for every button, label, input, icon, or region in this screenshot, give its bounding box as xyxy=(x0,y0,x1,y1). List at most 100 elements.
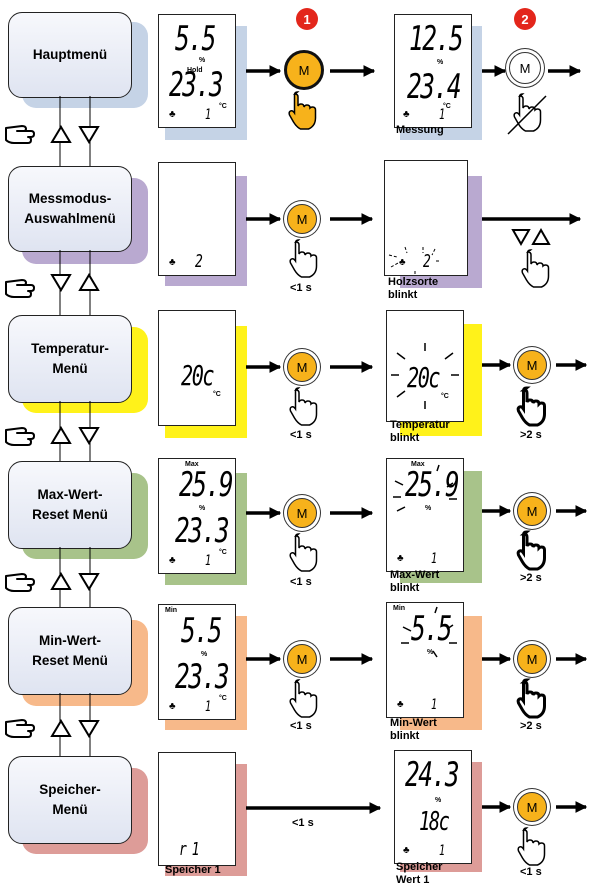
caption-speicher-1: Speicher 1 xyxy=(165,864,221,876)
menu-box-speicher: Speicher- Menü xyxy=(8,756,132,844)
m-button[interactable]: M xyxy=(517,350,547,380)
lcd-unit-celsius: °C xyxy=(219,549,227,556)
tree-icon: ♣ xyxy=(403,109,410,120)
lcd-mode-value: 1 xyxy=(439,107,445,123)
press-label: <1 s xyxy=(520,866,542,878)
m-button[interactable]: M xyxy=(287,352,317,382)
lcd-mode-value: 1 xyxy=(431,551,437,567)
press-label: <1 s xyxy=(290,282,312,294)
lcd-unit-celsius: °C xyxy=(213,391,221,398)
tree-icon: ♣ xyxy=(397,699,404,710)
blink-rays xyxy=(391,343,459,409)
lcd-display-messmodus: ♣ 2 xyxy=(158,162,236,276)
m-button-released[interactable]: M xyxy=(509,52,541,84)
lcd-display-max: Max 25.9 % 23.3 °C ♣ 1 xyxy=(158,458,236,574)
lcd-bottom-value: 23.3 xyxy=(169,65,224,105)
press-label: >2 s xyxy=(520,720,542,732)
caption-max-wert-blinkt: Max-Wert blinkt xyxy=(390,569,440,594)
lcd-bottom-value: 23.3 xyxy=(175,657,230,697)
lcd-display-min-blink: Min 5.5 % ♣ 1 xyxy=(386,602,464,718)
lcd-unit-celsius: °C xyxy=(441,393,449,400)
lcd-unit-celsius: °C xyxy=(219,103,227,110)
lcd-min-label: Min xyxy=(165,607,178,614)
caption-messung: Messung xyxy=(396,124,444,136)
lcd-unit-percent: % xyxy=(199,57,206,64)
lcd-top-value: 5.5 xyxy=(175,19,216,59)
tree-icon: ♣ xyxy=(169,257,176,268)
lcd-min-label: Min xyxy=(393,605,406,612)
tree-icon: ♣ xyxy=(399,257,406,268)
menu-box-hauptmenue: Hauptmenü xyxy=(8,12,132,98)
tree-icon: ♣ xyxy=(397,553,404,564)
lcd-unit-percent: % xyxy=(427,649,434,656)
m-button[interactable]: M xyxy=(287,204,317,234)
step-badge-2: 2 xyxy=(514,8,536,30)
menu-box-max-reset: Max-Wert- Reset Menü xyxy=(8,461,132,549)
lcd-max-label: Max xyxy=(185,461,199,468)
lcd-display-messung: 12.5 % 23.4 °C ♣ 1 xyxy=(394,14,472,128)
blink-rays xyxy=(393,464,457,512)
m-button[interactable]: M xyxy=(287,644,317,674)
lcd-mode-value: 2 xyxy=(195,251,203,272)
lcd-mode-value: 2 xyxy=(423,251,431,272)
caption-holzsorte-blinkt: Holzsorte blinkt xyxy=(388,276,439,301)
lcd-bottom-value: 23.3 xyxy=(175,511,230,551)
lcd-mode-value: 1 xyxy=(431,697,437,713)
lcd-mode-value: 1 xyxy=(439,843,445,859)
lcd-mode-value: 1 xyxy=(205,553,211,569)
lcd-display-min: Min 5.5 % 23.3 °C ♣ 1 xyxy=(158,604,236,720)
lcd-unit-percent: % xyxy=(425,505,432,512)
m-button[interactable]: M xyxy=(517,496,547,526)
lcd-display-temperatur-blink: 20c °C xyxy=(386,310,464,422)
tree-icon: ♣ xyxy=(169,555,176,566)
lcd-display-holzsorte: ♣ 2 xyxy=(384,160,468,276)
step-badge-1: 1 xyxy=(296,8,318,30)
lcd-unit-celsius: °C xyxy=(443,103,451,110)
menu-box-messmodus: Messmodus- Auswahlmenü xyxy=(8,166,132,252)
lcd-unit-percent: % xyxy=(199,505,206,512)
lcd-temperature-value: 20c xyxy=(181,359,215,392)
lcd-mode-value: 1 xyxy=(205,107,211,123)
blink-rays xyxy=(388,246,439,275)
lcd-unit-celsius: °C xyxy=(219,695,227,702)
menu-box-min-reset: Min-Wert- Reset Menü xyxy=(8,607,132,695)
press-label: <1 s xyxy=(290,429,312,441)
tree-icon: ♣ xyxy=(169,109,176,120)
tree-icon: ♣ xyxy=(403,845,410,856)
lcd-mode-value: 1 xyxy=(205,699,211,715)
m-button[interactable]: M xyxy=(287,498,317,528)
lcd-display-temperatur: 20c °C xyxy=(158,310,236,426)
lcd-display-speicherwert: 24.3 % 18c ♣ 1 xyxy=(394,750,472,864)
lcd-hold-label: Hold xyxy=(187,67,203,74)
lcd-unit-percent: % xyxy=(435,797,442,804)
lcd-unit-percent: % xyxy=(201,651,208,658)
m-button[interactable]: M xyxy=(517,792,547,822)
caption-min-wert-blinkt: Min-Wert blinkt xyxy=(390,717,437,742)
menu-box-temperatur: Temperatur- Menü xyxy=(8,315,132,403)
m-button[interactable]: M xyxy=(284,50,324,90)
lcd-top-value: 12.5 xyxy=(409,19,464,59)
press-label: >2 s xyxy=(520,572,542,584)
lcd-unit-percent: % xyxy=(437,59,444,66)
lcd-display-hauptmenue: 5.5 % Hold 23.3 °C ♣ 1 xyxy=(158,14,236,128)
lcd-top-value: 24.3 xyxy=(405,755,460,795)
lcd-top-value: 5.5 xyxy=(181,611,222,651)
tree-icon: ♣ xyxy=(169,701,176,712)
lcd-bottom-value: 23.4 xyxy=(407,67,462,107)
press-label: >2 s xyxy=(520,429,542,441)
press-label: <1 s xyxy=(292,817,314,829)
press-label: <1 s xyxy=(290,720,312,732)
caption-temperatur-blinkt: Temperatur blinkt xyxy=(390,419,450,444)
blink-rays xyxy=(401,606,457,658)
lcd-top-value: 5.5 xyxy=(411,609,452,649)
lcd-max-label: Max xyxy=(411,461,425,468)
lcd-top-value: 25.9 xyxy=(179,465,234,505)
m-button[interactable]: M xyxy=(517,644,547,674)
lcd-display-max-blink: Max 25.9 % ♣ 1 xyxy=(386,458,464,572)
lcd-memory-slot: r 1 xyxy=(179,839,200,860)
press-label: <1 s xyxy=(290,576,312,588)
lcd-bottom-value: 18c xyxy=(419,807,450,837)
lcd-display-speicher: r 1 xyxy=(158,752,236,866)
